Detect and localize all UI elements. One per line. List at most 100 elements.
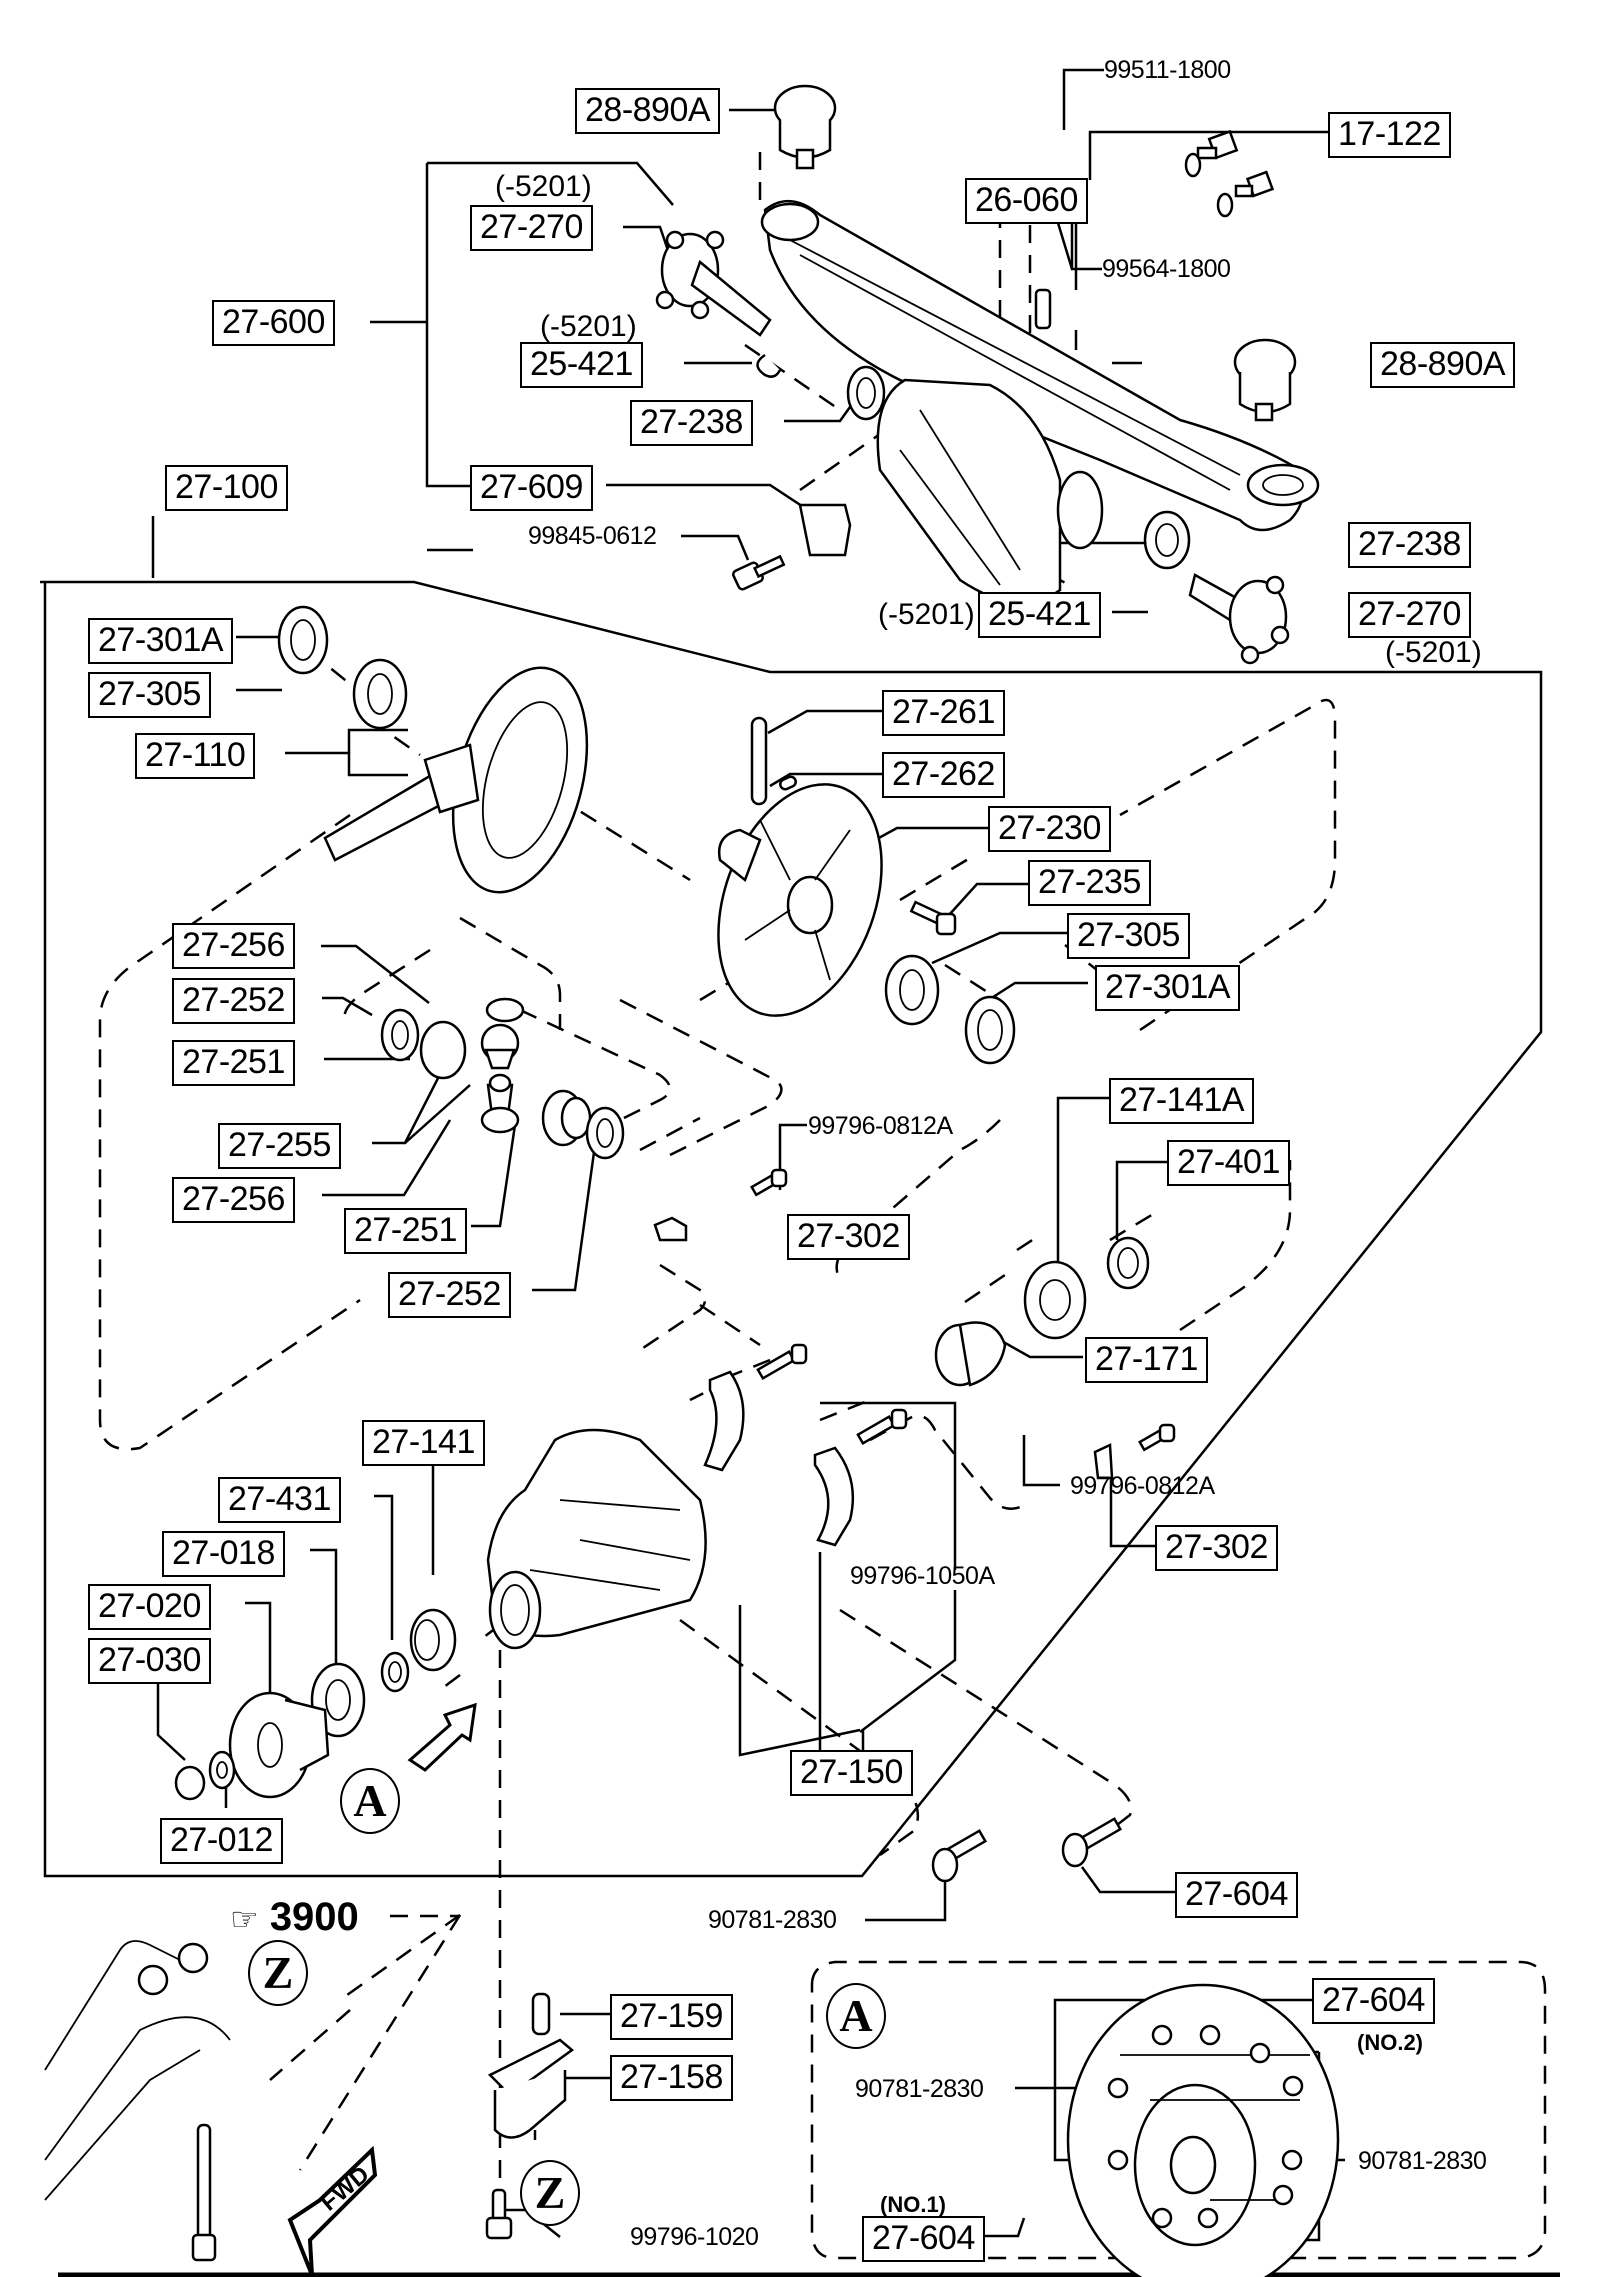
bracket-27609	[798, 503, 852, 557]
clip-27302-a	[653, 1216, 688, 1242]
part-label-27-301A-top[interactable]: 27-301A	[88, 618, 234, 664]
part-label-28-890A-right[interactable]: 28-890A	[1370, 342, 1516, 388]
companion-flange-top	[655, 230, 772, 337]
nut-27030	[174, 1765, 206, 1801]
reference-number: 3900	[269, 1895, 359, 1939]
crossmember-mount-view	[44, 1940, 231, 2262]
bolt-27604	[1061, 1817, 1123, 1868]
part-label-25-421-top[interactable]: 25-421	[520, 342, 643, 388]
part-label-90781-2830[interactable]: 90781-2830	[855, 2075, 984, 2103]
part-label-27-305-right[interactable]: 27-305	[1067, 913, 1190, 959]
part-label-99796-0812A[interactable]: 99796-0812A	[1070, 1472, 1215, 1500]
part-label-90781-2830[interactable]: 90781-2830	[708, 1906, 837, 1934]
pinion-shaft-27261	[750, 716, 768, 806]
differential-carrier-housing	[486, 1428, 707, 1650]
part-label-27-256[interactable]: 27-256	[172, 923, 295, 969]
pinion-bearing-27141	[409, 1608, 457, 1672]
pinion-gear-27255-a	[480, 1023, 520, 1070]
lock-pin-27262	[779, 775, 797, 791]
part-label-27-604-no2[interactable]: 27-604	[1312, 1978, 1435, 2024]
part-label-27-252[interactable]: 27-252	[172, 978, 295, 1024]
view-a-inset-callout: A	[826, 1983, 886, 2049]
carrier-face-detail	[1066, 1983, 1340, 2277]
part-label-28-890A-top[interactable]: 28-890A	[575, 88, 721, 134]
part-label-27-302[interactable]: 27-302	[1155, 1525, 1278, 1571]
part-label-99796-0812A[interactable]: 99796-0812A	[808, 1112, 953, 1140]
spacer-27431	[380, 1651, 410, 1693]
side-gear-27251-b	[541, 1089, 592, 1147]
part-label-27-012[interactable]: 27-012	[160, 1818, 283, 1864]
pointing-hand-icon: ☞	[230, 1901, 259, 1937]
part-label-27-251[interactable]: 27-251	[344, 1208, 467, 1254]
part-label-99564-1800[interactable]: 99564-1800	[1102, 255, 1231, 283]
part-label-27-171[interactable]: 27-171	[1085, 1337, 1208, 1383]
part-label-27-110[interactable]: 27-110	[135, 733, 256, 779]
reference-3900[interactable]: ☞ 3900	[230, 1895, 359, 1941]
serial-note-5201: (-5201)	[878, 598, 975, 631]
cap-bolt-99796-1050A-b	[856, 1408, 908, 1446]
part-label-27-609[interactable]: 27-609	[470, 465, 593, 511]
view-z-callout[interactable]: Z	[248, 1940, 308, 2006]
part-label-17-122[interactable]: 17-122	[1328, 112, 1451, 158]
companion-flange-27020	[228, 1691, 330, 1799]
oil-seal-right	[1143, 510, 1191, 570]
pinion-bearing-27141A	[1023, 1260, 1087, 1340]
part-label-25-421-right[interactable]: 25-421	[978, 592, 1101, 638]
part-label-26-060[interactable]: 26-060	[965, 178, 1088, 224]
part-label-27-020[interactable]: 27-020	[88, 1584, 211, 1630]
part-label-27-401[interactable]: 27-401	[1167, 1140, 1290, 1186]
part-label-27-255[interactable]: 27-255	[218, 1123, 341, 1169]
part-label-27-270-right[interactable]: 27-270	[1348, 592, 1471, 638]
parts-artwork	[44, 84, 1340, 2277]
part-label-27-158[interactable]: 27-158	[610, 2055, 733, 2101]
part-label-27-150[interactable]: 27-150	[790, 1750, 913, 1796]
part-label-27-252[interactable]: 27-252	[388, 1272, 511, 1318]
mount-bushing-right	[1233, 338, 1297, 422]
part-label-27-256[interactable]: 27-256	[172, 1177, 295, 1223]
part-label-27-604[interactable]: 27-604	[1175, 1872, 1298, 1918]
part-label-99845-0612[interactable]: 99845-0612	[528, 522, 657, 550]
part-label-27-238-top[interactable]: 27-238	[630, 400, 753, 446]
part-label-27-230[interactable]: 27-230	[988, 806, 1111, 852]
view-a-arrow-icon	[407, 1702, 477, 1772]
part-label-27-301A-right[interactable]: 27-301A	[1095, 965, 1241, 1011]
part-label-27-431[interactable]: 27-431	[218, 1477, 341, 1523]
bracket-27158	[487, 2038, 575, 2139]
part-label-27-235[interactable]: 27-235	[1028, 860, 1151, 906]
part-label-27-302[interactable]: 27-302	[787, 1214, 910, 1260]
differential-case	[717, 783, 883, 1017]
part-label-27-604-no1[interactable]: 27-604	[862, 2216, 985, 2262]
part-label-90781-2830[interactable]: 90781-2830	[1358, 2147, 1487, 2175]
part-label-27-159[interactable]: 27-159	[610, 1994, 733, 2040]
part-label-27-141[interactable]: 27-141	[362, 1420, 485, 1466]
part-label-27-262[interactable]: 27-262	[882, 752, 1005, 798]
part-label-99796-1050A[interactable]: 99796-1050A	[850, 1562, 995, 1590]
part-label-99796-1020[interactable]: 99796-1020	[630, 2223, 759, 2251]
ring-gear-bolt-27235	[909, 900, 957, 936]
view-z-callout[interactable]: Z	[520, 2160, 580, 2226]
part-label-27-100[interactable]: 27-100	[165, 465, 288, 511]
part-label-27-030[interactable]: 27-030	[88, 1638, 211, 1684]
part-label-27-251[interactable]: 27-251	[172, 1040, 295, 1086]
bolt-17122	[1234, 170, 1275, 198]
washer-99564-b	[1216, 192, 1234, 218]
bearing-cup-27301A-top	[277, 605, 329, 675]
part-label-99511-1800[interactable]: 99511-1800	[1104, 56, 1231, 84]
fwd-arrow-icon	[287, 2145, 378, 2276]
thrust-washer-27256-a	[485, 997, 525, 1023]
part-label-27-238-right[interactable]: 27-238	[1348, 522, 1471, 568]
part-label-27-141A[interactable]: 27-141A	[1109, 1078, 1255, 1124]
differential-cover	[876, 378, 1104, 605]
part-label-27-261[interactable]: 27-261	[882, 690, 1005, 736]
bearing-cup-27301A-right	[964, 995, 1016, 1065]
part-label-27-305-top[interactable]: 27-305	[88, 672, 211, 718]
part-label-27-018[interactable]: 27-018	[162, 1531, 285, 1577]
bolt-99845	[732, 554, 786, 591]
cap-bolt-99796-1050A-a	[756, 1343, 808, 1381]
rear-crossmember	[760, 199, 1320, 532]
view-a-callout[interactable]: A	[340, 1768, 400, 1834]
bearing-27305-top	[352, 658, 408, 730]
thrust-washer-27252-b	[585, 1106, 625, 1160]
part-label-27-270-top[interactable]: 27-270	[470, 205, 593, 251]
part-label-27-600[interactable]: 27-600	[212, 300, 335, 346]
